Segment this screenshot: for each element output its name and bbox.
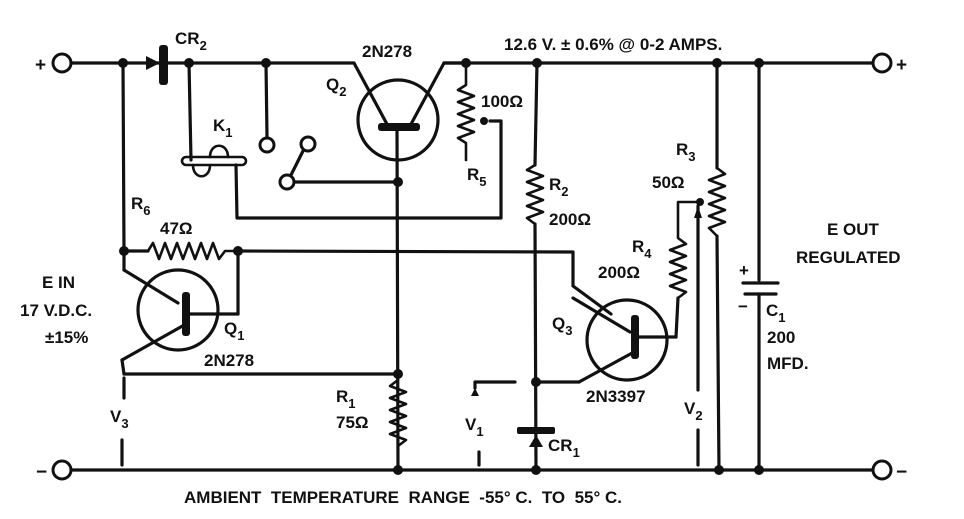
input-label: E IN <box>42 273 75 292</box>
r1-label: R1 <box>336 387 356 411</box>
input-plus-sign: + <box>35 55 46 76</box>
r5-label: R5 <box>467 165 487 189</box>
r2-value: 200Ω <box>549 210 591 229</box>
measurement-v2 <box>694 204 702 467</box>
resistor-r4 <box>668 198 704 339</box>
v2-label: V2 <box>684 399 703 423</box>
q2-part-number: 2N278 <box>362 42 412 61</box>
r1-value: 75Ω <box>336 413 369 432</box>
measurement-v3 <box>120 376 126 467</box>
output-label-line1: E OUT <box>827 220 880 239</box>
relay-k1 <box>180 61 503 220</box>
cr1-label: CR1 <box>548 436 580 460</box>
output-minus-sign: − <box>896 462 907 483</box>
input-voltage: 17 V.D.C. <box>20 301 92 320</box>
c1-label: C1 <box>766 301 786 325</box>
resistor-r1 <box>388 378 408 475</box>
r2-label: R2 <box>549 175 569 199</box>
output-negative-terminal[interactable] <box>871 459 893 481</box>
c1-value: 200 <box>767 328 795 347</box>
resistor-r5 <box>456 61 476 162</box>
output-plus-sign: + <box>896 55 907 76</box>
r5-value: 100Ω <box>481 92 523 111</box>
input-minus-sign: − <box>36 462 47 483</box>
output-label-line2: REGULATED <box>796 248 901 267</box>
r6-value: 47Ω <box>160 219 193 238</box>
transistor-q1 <box>120 249 403 379</box>
output-positive-terminal[interactable] <box>871 52 893 74</box>
measurement-v1 <box>471 380 517 467</box>
output-spec-title: 12.6 V. ± 0.6% @ 0-2 AMPS. <box>504 35 722 54</box>
input-positive-terminal[interactable] <box>51 52 73 74</box>
transistor-q3 <box>534 296 678 384</box>
r4-label: R4 <box>632 237 652 261</box>
capacitor-c1 <box>741 61 780 475</box>
r3-label: R3 <box>676 140 696 164</box>
transistor-q2 <box>352 61 468 472</box>
r4-value: 200Ω <box>598 263 640 282</box>
temperature-range-note: AMBIENT TEMPERATURE RANGE -55° C. TO 55°… <box>184 488 622 507</box>
cr2-label: CR2 <box>175 29 207 53</box>
q1-label: Q1 <box>224 319 244 343</box>
q1-part-number: 2N278 <box>204 351 254 370</box>
k1-label: K1 <box>213 116 233 140</box>
c1-minus-sign: − <box>738 297 748 316</box>
resistor-r2 <box>525 61 545 475</box>
c1-unit: MFD. <box>767 354 809 373</box>
resistor-r6 <box>119 241 613 316</box>
q2-label: Q2 <box>326 75 346 99</box>
r3-value: 50Ω <box>652 173 685 192</box>
relay-contacts <box>258 61 403 191</box>
diode-cr1 <box>517 427 555 447</box>
input-negative-terminal[interactable] <box>51 459 73 481</box>
v1-label: V1 <box>465 415 484 439</box>
q3-part-number: 2N3397 <box>586 387 646 406</box>
input-tolerance: ±15% <box>45 328 88 347</box>
q3-label: Q3 <box>552 314 572 338</box>
resistor-r3 <box>707 61 727 475</box>
r6-label: R6 <box>131 194 151 218</box>
v3-label: V3 <box>110 407 129 431</box>
diode-cr2 <box>146 45 168 85</box>
c1-plus-sign: + <box>739 261 749 280</box>
